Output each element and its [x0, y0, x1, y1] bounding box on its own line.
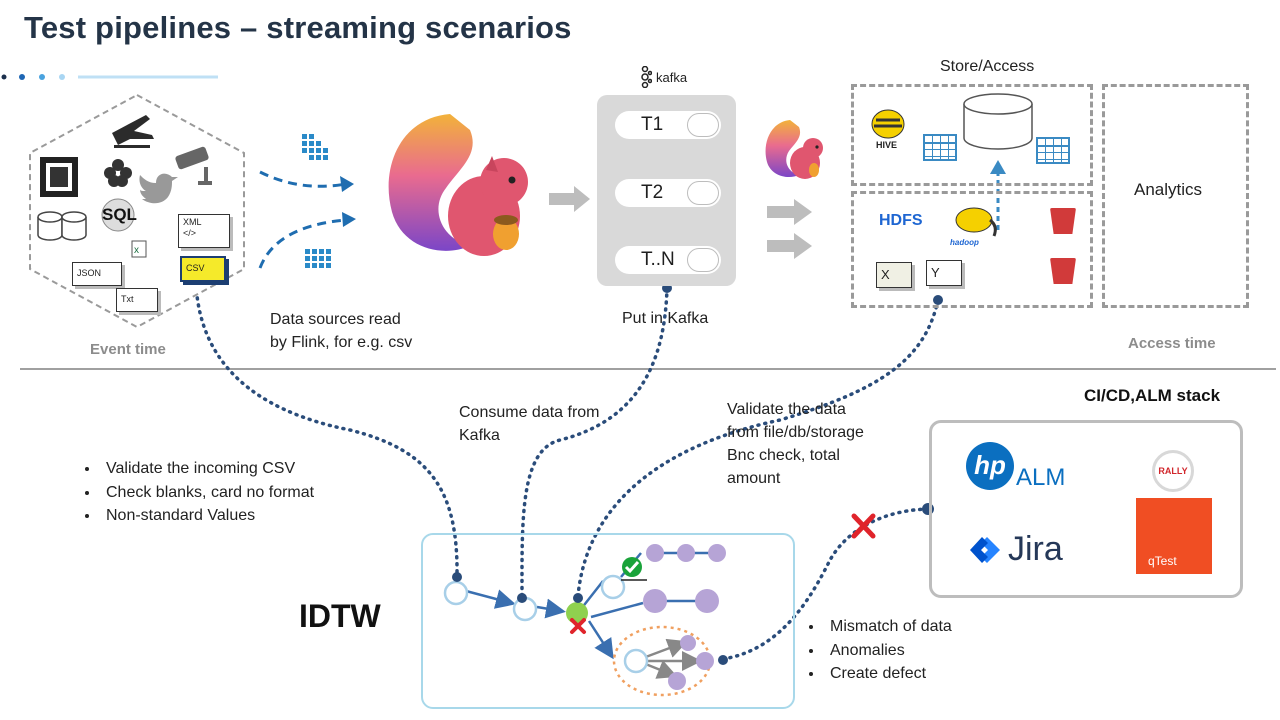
fail-red-x-icon [570, 618, 586, 634]
access-time-label: Access time [1128, 335, 1216, 352]
flink-squirrel-small-logo [765, 120, 823, 179]
hive-bee-icon [871, 109, 905, 139]
alm-label: ALM [1016, 464, 1066, 491]
storage-bucket-icon [1050, 208, 1076, 234]
hadoop-label: hadoop [950, 238, 979, 247]
file-x-icon: X [876, 262, 912, 288]
dotted-kafka-to-idtw [520, 286, 669, 600]
airplane-icon [112, 115, 154, 148]
analytics-box [1102, 84, 1249, 308]
flink-to-kafka-arrow [549, 186, 590, 212]
kafka-topic-t1[interactable]: T1 [615, 111, 721, 139]
qtest-logo: qTest [1136, 498, 1212, 574]
hive-label: HIVE [876, 140, 898, 150]
kafka-caption: Put in Kafka [622, 310, 709, 327]
topic-label: T2 [641, 182, 664, 203]
source-arrow-1 [259, 170, 347, 188]
dotted-idtw-to-cicd [721, 507, 930, 661]
csv-file-icon[interactable]: CSV [180, 256, 226, 282]
source-arrow-2 [258, 218, 347, 269]
right-bullet-list: Mismatch of data Anomalies Create defect [798, 615, 952, 686]
storage-bucket-icon [1050, 258, 1076, 284]
idtw-box [421, 533, 795, 709]
list-item: Non-standard Values [100, 504, 314, 528]
hdfs-label: HDFS [879, 212, 923, 229]
flink-caption: Data sources read by Flink, for e.g. csv [270, 311, 413, 351]
kafka-broker-box: T1 T2 T..N [597, 95, 736, 286]
flink-squirrel-logo [388, 114, 528, 256]
list-item: Create defect [824, 662, 952, 686]
svg-text:x: x [134, 245, 139, 256]
list-item: Mismatch of data [824, 615, 952, 639]
idtw-label: IDTW [299, 598, 381, 634]
database-icon [37, 211, 87, 241]
kafka-icon [641, 66, 652, 88]
stream-blocks-icon-1 [302, 134, 328, 160]
hadoop-elephant-icon [955, 207, 997, 237]
kafka-topic-t2[interactable]: T2 [615, 179, 721, 207]
kafka-to-store-arrow-2 [767, 233, 812, 259]
cicd-title: CI/CD,ALM stack [1084, 386, 1221, 405]
security-camera-icon [175, 146, 212, 185]
list-item: Check blanks, card no format [100, 481, 314, 505]
stream-blocks-icon-2 [305, 249, 331, 268]
jira-label: Jira [1008, 530, 1063, 568]
cicd-stack-box [929, 420, 1243, 598]
validate-caption: Validate the data from file/db/storage B… [727, 401, 864, 487]
txt-file-icon: Txt [116, 288, 158, 312]
twitter-icon [139, 173, 178, 204]
analytics-label: Analytics [1134, 180, 1203, 199]
event-time-label: Event time [90, 341, 166, 358]
hdfs-storage-box [851, 191, 1093, 308]
defect-red-x-icon [851, 513, 876, 539]
file-y-icon: Y [926, 260, 962, 286]
consume-caption: Consume data from Kafka [459, 404, 600, 444]
title-underline-decoration [1, 74, 218, 80]
topic-label: T..N [641, 249, 675, 270]
excel-icon: x [131, 240, 147, 258]
dotted-csv-to-idtw [194, 282, 459, 577]
raspberry-pi-icon [104, 159, 132, 187]
kafka-to-store-arrow-1 [767, 199, 812, 225]
kafka-topic-tn[interactable]: T..N [615, 246, 721, 274]
json-file-icon: JSON [72, 262, 122, 286]
kafka-logo-text: kafka [656, 69, 688, 85]
jira-icon [970, 537, 1000, 563]
idtw-flow-graph [443, 544, 728, 697]
list-item: Validate the incoming CSV [100, 457, 314, 481]
kafka-logo: kafka [638, 66, 687, 88]
left-bullet-list: Validate the incoming CSV Check blanks, … [74, 457, 314, 528]
topic-toggle [687, 113, 719, 137]
xml-file-icon: XML </> [178, 214, 230, 248]
table-icon [1036, 137, 1070, 164]
store-access-box [851, 84, 1093, 186]
store-access-label: Store/Access [940, 58, 1035, 75]
rally-logo: RALLY [1152, 450, 1194, 492]
chip-icon [40, 157, 78, 197]
qtest-label: qTest [1148, 554, 1177, 568]
sql-label: SQL [102, 205, 137, 224]
hp-logo: hp [966, 442, 1014, 490]
list-item: Anomalies [824, 639, 952, 663]
page-title: Test pipelines – streaming scenarios [24, 10, 572, 45]
database-cylinder-icon [963, 93, 1033, 150]
topic-toggle [687, 248, 719, 272]
table-icon [923, 134, 957, 161]
topic-label: T1 [641, 114, 664, 135]
topic-toggle [687, 181, 719, 205]
